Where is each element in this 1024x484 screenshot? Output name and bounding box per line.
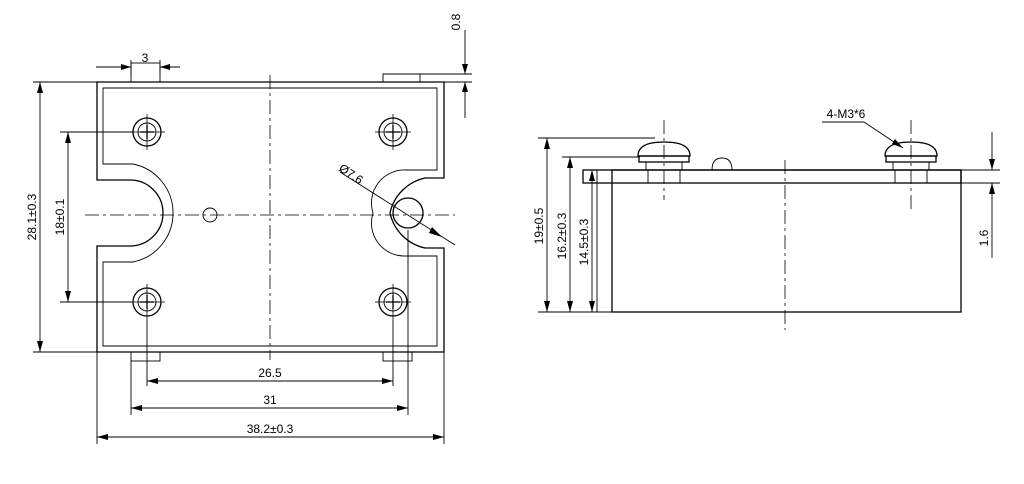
dim-label-screw-callout: 4-M3*6 xyxy=(827,107,866,121)
dim-label-overall-length: 38.2±0.3 xyxy=(247,422,294,436)
dim-overall-height: 28.1±0.3 xyxy=(25,81,97,353)
side-bump xyxy=(711,157,733,171)
side-screw-left xyxy=(637,120,691,200)
side-base-plate xyxy=(582,169,962,184)
dim-tab-width: 3 xyxy=(96,51,180,74)
large-hole xyxy=(392,197,424,229)
phillips-screw-icon xyxy=(129,284,165,320)
dim-label-tab-width: 3 xyxy=(142,51,149,65)
top-view: 3 0.8 28.1±0.3 18±0.1 xyxy=(25,13,472,444)
dim-label-slot-spacing: 18±0.1 xyxy=(53,198,67,235)
dim-total-height: 19±0.5 xyxy=(532,137,655,313)
mount-tab-bottom-right xyxy=(382,351,413,362)
dim-label-overall-height: 28.1±0.3 xyxy=(25,193,39,240)
center-hole xyxy=(202,207,218,223)
mount-tab-bottom-left xyxy=(130,351,161,362)
dim-tab-thickness: 0.8 xyxy=(383,13,472,118)
dim-label-body-height: 14.5±0.3 xyxy=(577,218,591,265)
dim-label-total-height: 19±0.5 xyxy=(532,207,546,244)
phillips-screw-icon xyxy=(129,114,165,150)
top-view-outline xyxy=(96,81,445,353)
side-body xyxy=(611,169,962,313)
dim-label-height-with-base: 16.2±0.3 xyxy=(555,212,569,259)
dim-hole-diameter: Ø7.6 xyxy=(336,161,456,246)
side-view: 4-M3*6 19±0.5 16.2±0.3 14.5±0.3 xyxy=(532,107,1000,330)
dim-height-with-base: 16.2±0.3 xyxy=(555,156,640,312)
dim-label-mount-spacing: 26.5 xyxy=(258,366,282,380)
mount-tab-top-left xyxy=(130,62,161,83)
dim-body-height: 14.5±0.3 xyxy=(577,170,595,312)
mount-tab-top-right xyxy=(382,73,421,83)
phillips-screw-icon xyxy=(375,284,411,320)
dim-overall-length: 38.2±0.3 xyxy=(96,352,445,444)
dim-screw-callout: 4-M3*6 xyxy=(822,107,904,149)
dim-base-plate: 1.6 xyxy=(961,132,1000,258)
dim-label-outer-hole-span: 31 xyxy=(263,393,277,407)
dim-label-base-plate: 1.6 xyxy=(977,229,991,246)
side-screw-right xyxy=(884,120,938,212)
dim-label-tab-thickness: 0.8 xyxy=(449,13,463,30)
top-view-inner-border xyxy=(102,87,438,347)
dim-outer-hole-span: 31 xyxy=(130,230,409,415)
dim-slot-spacing: 18±0.1 xyxy=(53,131,133,303)
dim-label-hole-diameter: Ø7.6 xyxy=(336,161,366,187)
dim-mount-spacing: 26.5 xyxy=(146,320,394,386)
phillips-screw-icon xyxy=(375,114,411,150)
